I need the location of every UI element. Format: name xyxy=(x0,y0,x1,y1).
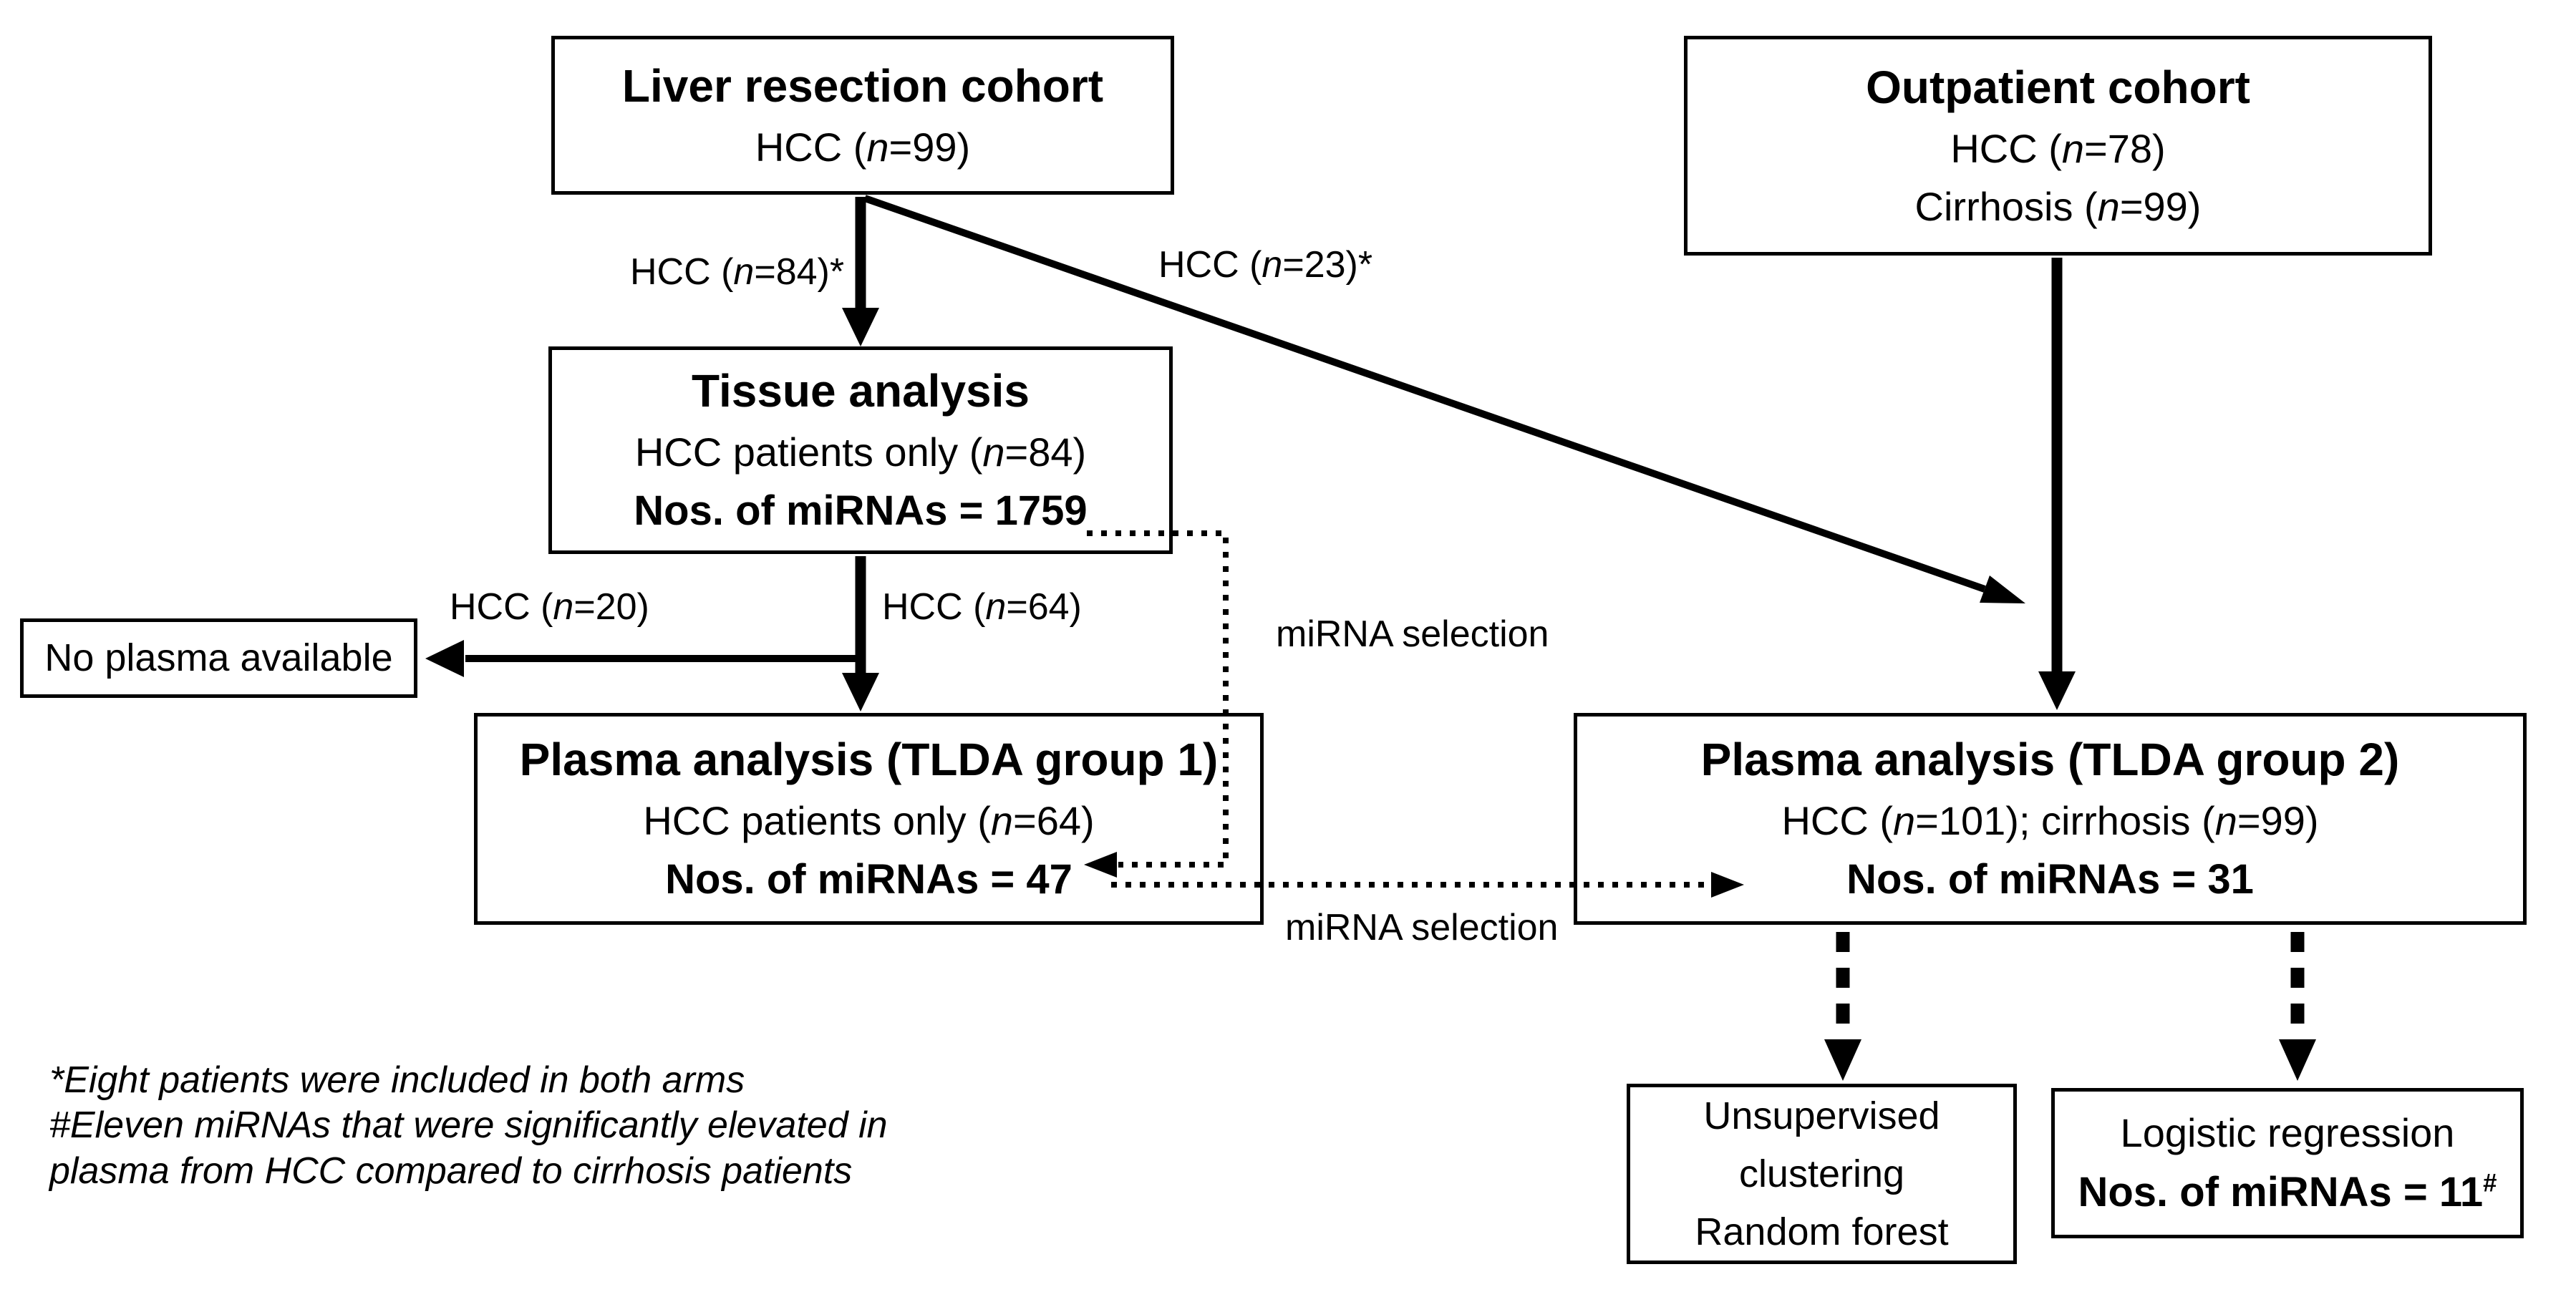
arrow-liver-to-tissue xyxy=(842,197,879,346)
box-tissue-analysis: Tissue analysis HCC patients only (n=84)… xyxy=(548,346,1173,554)
unsupervised-line2: clustering xyxy=(1738,1152,1905,1195)
tlda2-patients: HCC (n=101); cirrhosis (n=99) xyxy=(1781,798,2319,844)
footnote-line2: #Eleven miRNAs that were significantly e… xyxy=(49,1104,888,1147)
box-unsupervised-clustering: Unsupervised clustering Random forest xyxy=(1627,1084,2017,1264)
liver-cohort-title: Liver resection cohort xyxy=(621,59,1104,112)
label-mirna-selection-top: miRNA selection xyxy=(1276,613,1549,655)
label-hcc-n20: HCC (n=20) xyxy=(450,586,649,628)
box-plasma-analysis-tlda2: Plasma analysis (TLDA group 2) HCC (n=10… xyxy=(1574,713,2527,925)
box-liver-resection-cohort: Liver resection cohort HCC (n=99) xyxy=(551,36,1174,195)
outpatient-hcc-n: HCC (n=78) xyxy=(1950,126,2166,172)
tlda1-title: Plasma analysis (TLDA group 1) xyxy=(519,733,1219,785)
tlda1-mirna-count: Nos. of miRNAs = 47 xyxy=(665,856,1072,903)
box-no-plasma-available: No plasma available xyxy=(20,618,417,698)
tissue-analysis-title: Tissue analysis xyxy=(692,364,1030,417)
no-plasma-text: No plasma available xyxy=(44,636,393,680)
liver-cohort-n: HCC (n=99) xyxy=(755,125,971,170)
footnotes: *Eight patients were included in both ar… xyxy=(49,1058,888,1194)
arrow-outpatient-to-tlda2 xyxy=(2038,258,2076,710)
arrow-branch-to-no-plasma xyxy=(425,640,861,677)
label-hcc-n84: HCC (n=84)* xyxy=(630,251,845,293)
logistic-mirna-count: Nos. of miRNAs = 11# xyxy=(2078,1162,2497,1223)
box-plasma-analysis-tlda1: Plasma analysis (TLDA group 1) HCC patie… xyxy=(474,713,1264,925)
unsupervised-line1: Unsupervised xyxy=(1703,1094,1940,1137)
logistic-mirna-count-text: Nos. of miRNAs = 11 xyxy=(2078,1168,2484,1215)
outpatient-cirrhosis-n: Cirrhosis (n=99) xyxy=(1914,184,2202,230)
logistic-footnote-marker: # xyxy=(2483,1169,2497,1198)
label-hcc-n64: HCC (n=64) xyxy=(882,586,1082,628)
box-outpatient-cohort: Outpatient cohort HCC (n=78) Cirrhosis (… xyxy=(1684,36,2432,256)
tlda2-title: Plasma analysis (TLDA group 2) xyxy=(1700,733,2400,785)
tlda1-patients: HCC patients only (n=64) xyxy=(643,798,1095,844)
label-mirna-selection-bottom: miRNA selection xyxy=(1285,907,1559,948)
outpatient-cohort-title: Outpatient cohort xyxy=(1866,61,2250,113)
dashed-arrow-tlda2-to-unsupervised xyxy=(1824,932,1861,1081)
footnote-line3: plasma from HCC compared to cirrhosis pa… xyxy=(49,1150,853,1192)
box-logistic-regression: Logistic regression Nos. of miRNAs = 11# xyxy=(2051,1088,2524,1238)
unsupervised-line3: Random forest xyxy=(1695,1210,1949,1253)
arrow-tissue-to-tlda1 xyxy=(842,556,879,711)
tissue-analysis-patients: HCC patients only (n=84) xyxy=(634,429,1087,475)
label-hcc-n23: HCC (n=23)* xyxy=(1158,244,1373,286)
dashed-arrow-tlda2-to-logistic xyxy=(2279,932,2316,1081)
logistic-title: Logistic regression xyxy=(2120,1110,2455,1156)
footnote-line1: *Eight patients were included in both ar… xyxy=(49,1059,745,1101)
tlda2-mirna-count: Nos. of miRNAs = 31 xyxy=(1846,856,2254,903)
tissue-analysis-mirna-count: Nos. of miRNAs = 1759 xyxy=(634,487,1088,535)
